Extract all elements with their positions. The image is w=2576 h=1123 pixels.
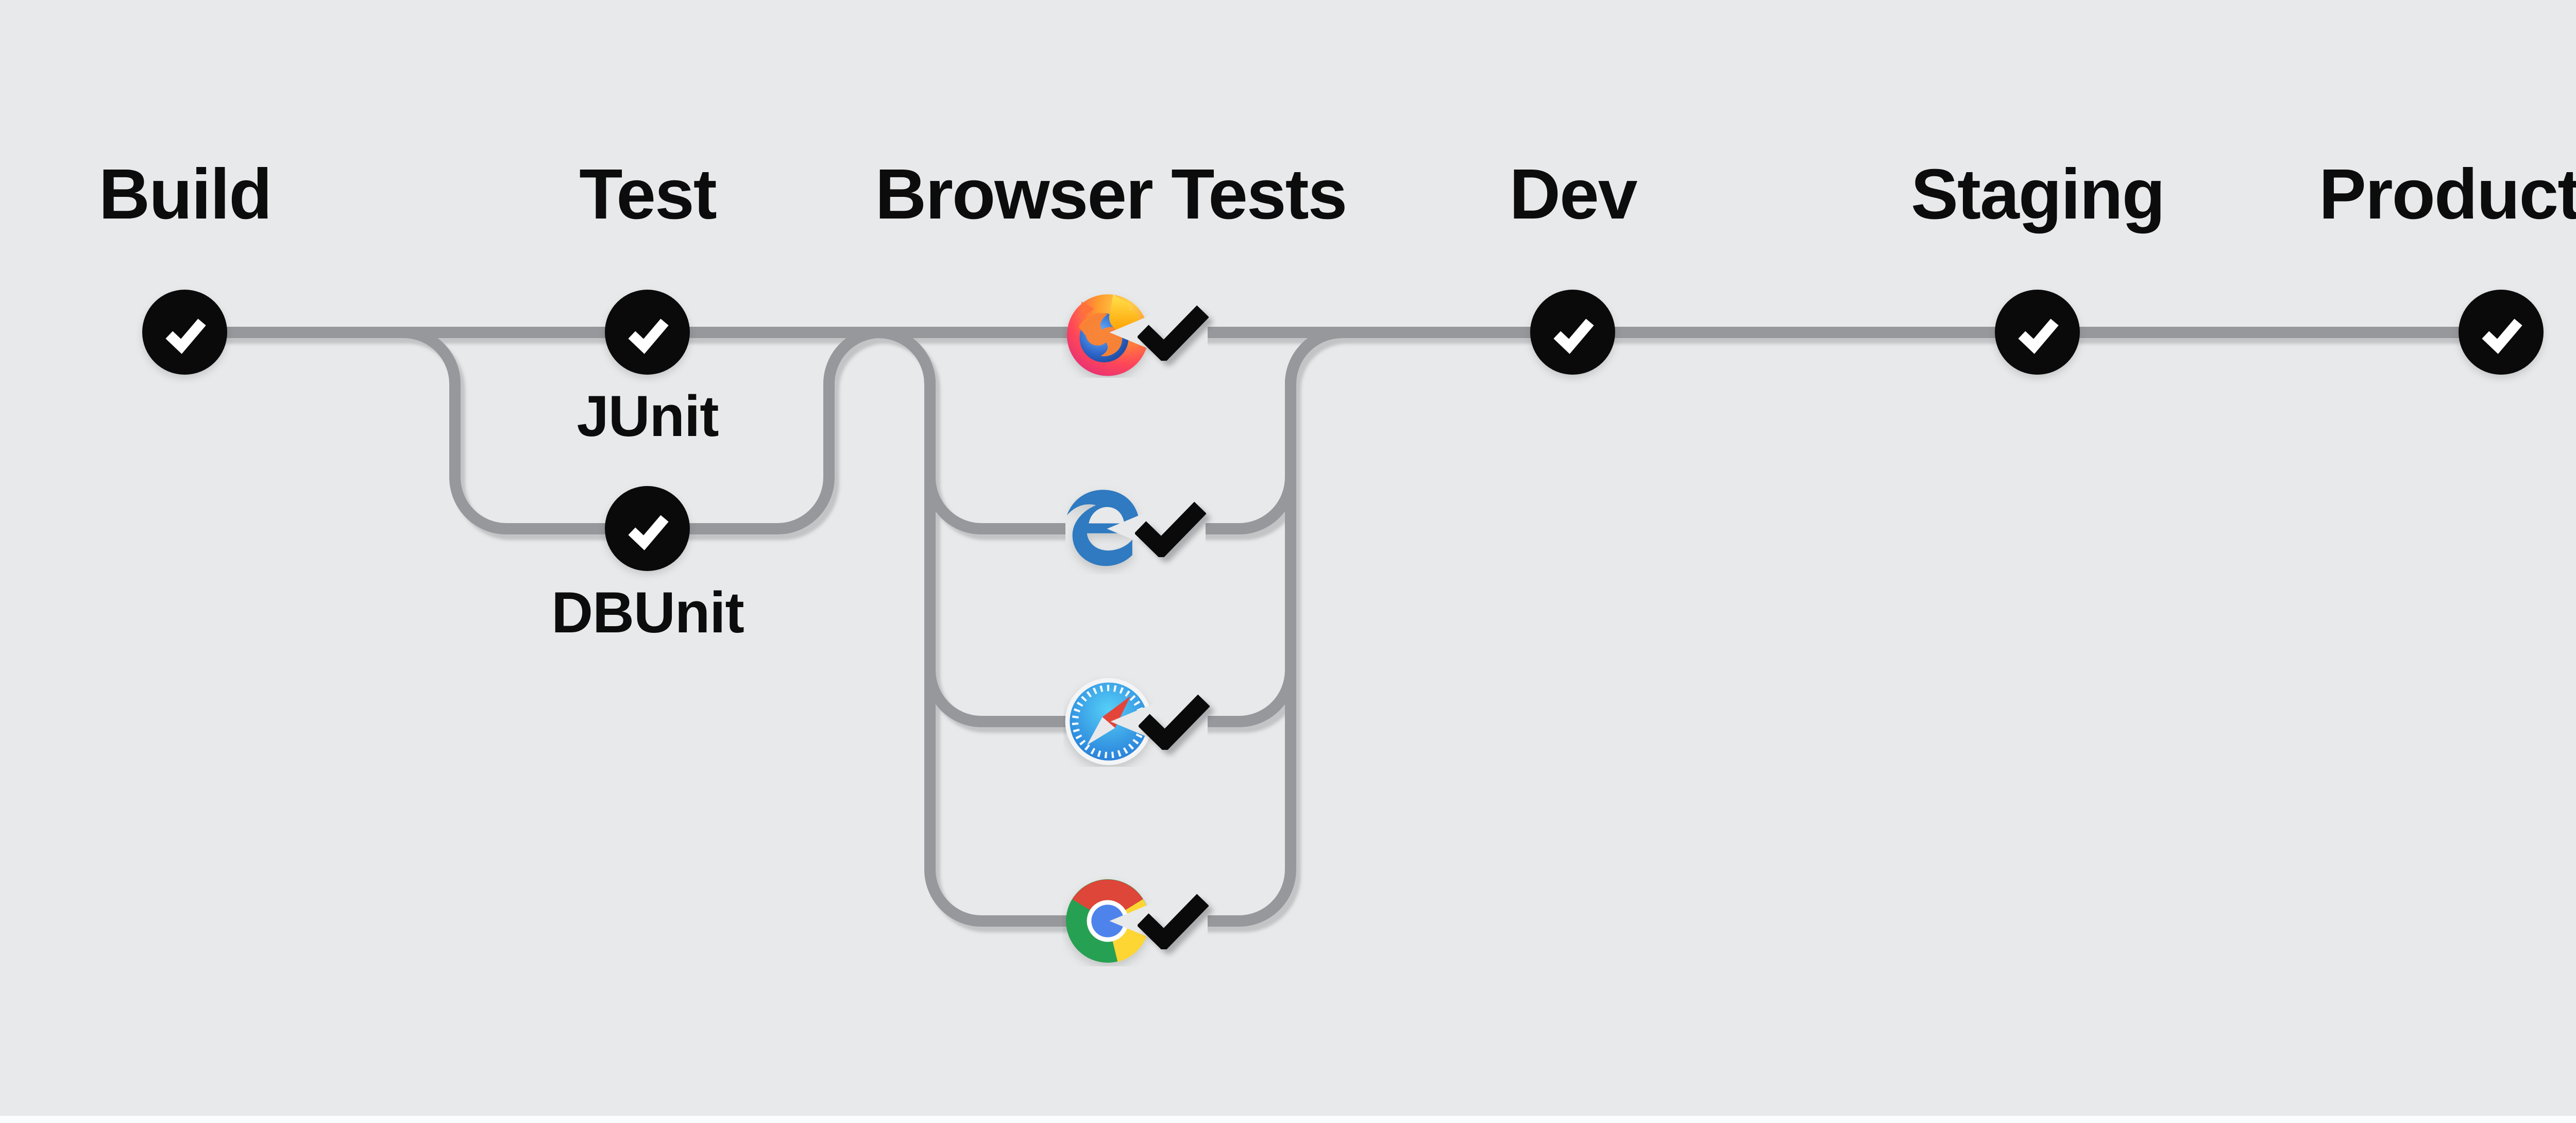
check-icon (628, 514, 669, 550)
check-icon (1138, 305, 1209, 361)
bottom-strip (0, 1116, 2576, 1123)
chrome-branch-line (871, 327, 1365, 927)
check-icon (628, 318, 669, 354)
chrome-icon (1062, 876, 1153, 966)
job-label-dbunit: DBUnit (551, 580, 744, 645)
check-icon (1553, 318, 1594, 354)
build-status-node (142, 290, 227, 375)
stage-title-build: Build (98, 155, 273, 234)
edge-icon (1060, 483, 1150, 574)
dbunit-status-node (605, 486, 690, 571)
job-label-junit: JUnit (577, 384, 719, 448)
dev-status-node (1530, 290, 1615, 375)
safari-icon (1063, 676, 1154, 767)
stage-title-staging: Staging (1911, 155, 2165, 234)
firefox-icon (1062, 287, 1153, 378)
production-status-node (2459, 290, 2544, 375)
stage-title-dev: Dev (1509, 155, 1637, 234)
stage-title-test: Test (579, 155, 717, 234)
check-icon (1135, 501, 1206, 557)
check-icon (165, 318, 206, 354)
check-icon (1139, 694, 1210, 750)
check-icon (2481, 318, 2522, 354)
staging-status-node (1995, 290, 2080, 375)
check-icon (1138, 894, 1209, 949)
stage-title-browser-tests: Browser Tests (875, 155, 1348, 234)
junit-status-node (605, 290, 690, 375)
stage-title-production: Production (2318, 155, 2576, 234)
check-icon (2018, 318, 2059, 354)
